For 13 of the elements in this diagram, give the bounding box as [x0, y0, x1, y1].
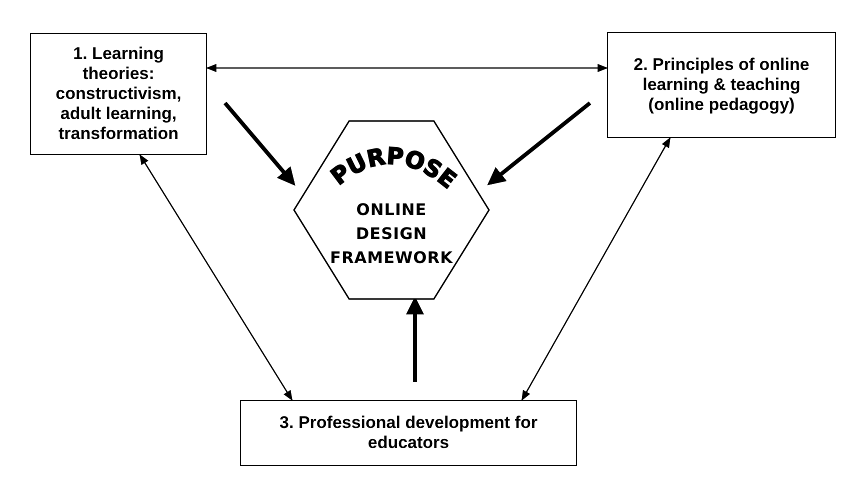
arrow	[487, 101, 592, 186]
hexagon	[293, 120, 490, 300]
text-box	[607, 32, 836, 138]
arrow	[206, 64, 608, 72]
arrow	[223, 102, 296, 186]
box-label: 1. Learning theories: constructivism, adult learning, transformation	[54, 44, 182, 144]
arrow	[521, 137, 671, 401]
text-box	[30, 33, 207, 155]
arrow	[139, 154, 293, 401]
box-label: 2. Principles of online learning & teaching (online pedagogy)	[632, 55, 810, 115]
text-box	[240, 400, 577, 466]
box-label: 3. Professional development for educators	[278, 413, 538, 453]
hexagon-label: ONLINE DESIGN FRAMEWORK	[330, 199, 453, 269]
